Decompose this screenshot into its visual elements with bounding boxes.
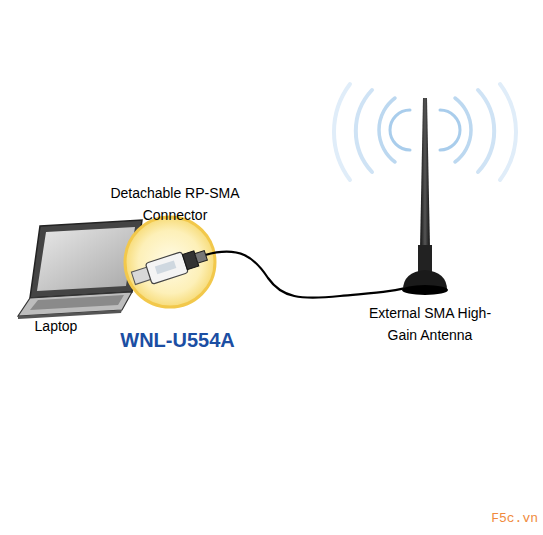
antenna-icon — [402, 98, 448, 295]
watermark: F5c.vn — [470, 508, 538, 530]
zoom-circle — [125, 217, 215, 307]
antenna-cable — [205, 252, 412, 298]
laptop-label: Laptop — [20, 315, 92, 337]
antenna-label: External SMA High-Gain Antenna — [355, 302, 505, 346]
connector-label: Detachable RP-SMA Connector — [100, 182, 250, 226]
laptop-icon — [18, 220, 142, 319]
usb-adapter — [130, 245, 209, 289]
model-name: WNL-U554A — [95, 327, 260, 353]
